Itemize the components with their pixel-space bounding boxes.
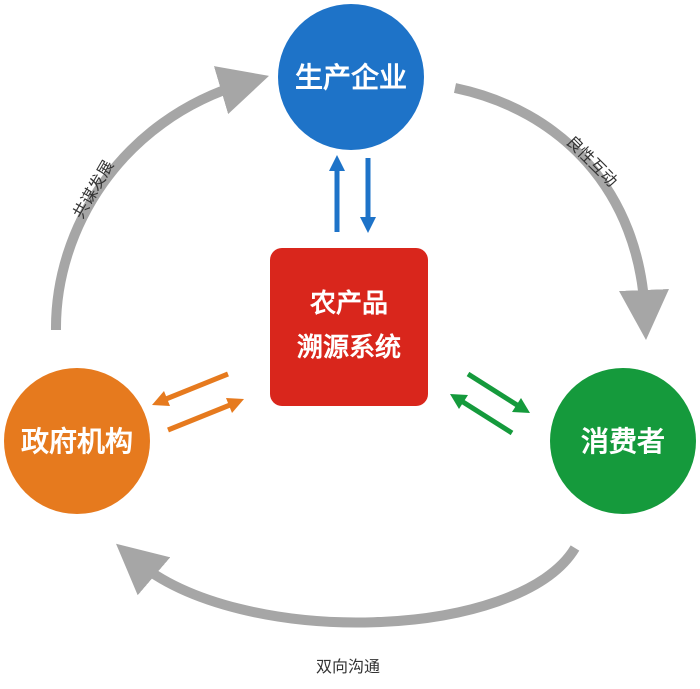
node-government-agency-label: 政府机构 <box>21 425 133 458</box>
node-government-agency <box>4 368 150 514</box>
arrows-left-center <box>152 371 244 433</box>
node-consumer-label: 消费者 <box>581 425 665 458</box>
node-production-enterprise-label: 生产企业 <box>295 61 407 94</box>
arrow-left-to-top <box>50 66 269 331</box>
arrow-right-to-left <box>115 543 580 628</box>
node-traceability-system <box>270 248 428 406</box>
node-production-enterprise <box>278 4 424 150</box>
arrows-top-center <box>329 155 376 233</box>
arrow-top-to-right <box>453 83 669 340</box>
arrows-center-right <box>450 371 530 436</box>
node-traceability-label-1: 农产品 <box>309 289 388 319</box>
edge-label-left-to-top: 共谋发展 <box>69 157 117 222</box>
edge-label-top-to-right: 良性互动 <box>563 132 622 191</box>
edge-label-right-to-left: 双向沟通 <box>316 657 380 676</box>
node-consumer <box>550 368 696 514</box>
node-traceability-label-2: 溯源系统 <box>297 332 401 363</box>
